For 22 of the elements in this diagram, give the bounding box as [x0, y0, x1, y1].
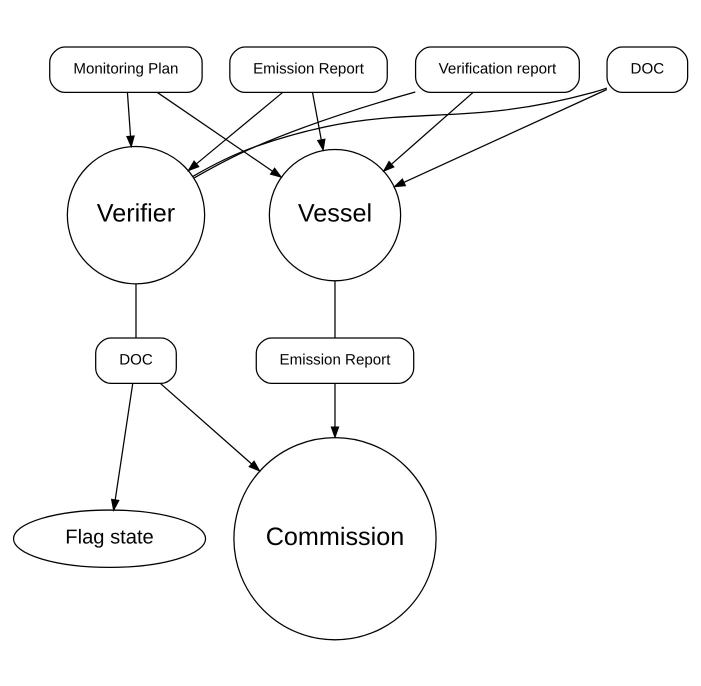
arrow [157, 92, 283, 178]
node-box: Verification report [414, 46, 580, 92]
arrow [160, 382, 261, 472]
arrow [110, 382, 134, 512]
connector [192, 86, 608, 176]
node-box: Emission Report [256, 336, 414, 384]
node-circle: Verifier [66, 145, 206, 284]
arrow [312, 92, 326, 152]
node-box: Monitoring Plan [49, 46, 203, 92]
arrow [187, 92, 283, 172]
connector [194, 90, 416, 178]
arrow [126, 92, 135, 148]
node-box: DOC [606, 46, 688, 92]
node-box: DOC [95, 336, 177, 384]
connector [334, 280, 336, 338]
arrow [330, 382, 340, 439]
arrow [382, 92, 474, 172]
connector [135, 284, 137, 338]
node-circle: Commission [233, 436, 437, 640]
node-box: Emission Report [229, 46, 388, 92]
node-ellipse: Flag state [12, 508, 206, 568]
arrow [392, 88, 608, 187]
